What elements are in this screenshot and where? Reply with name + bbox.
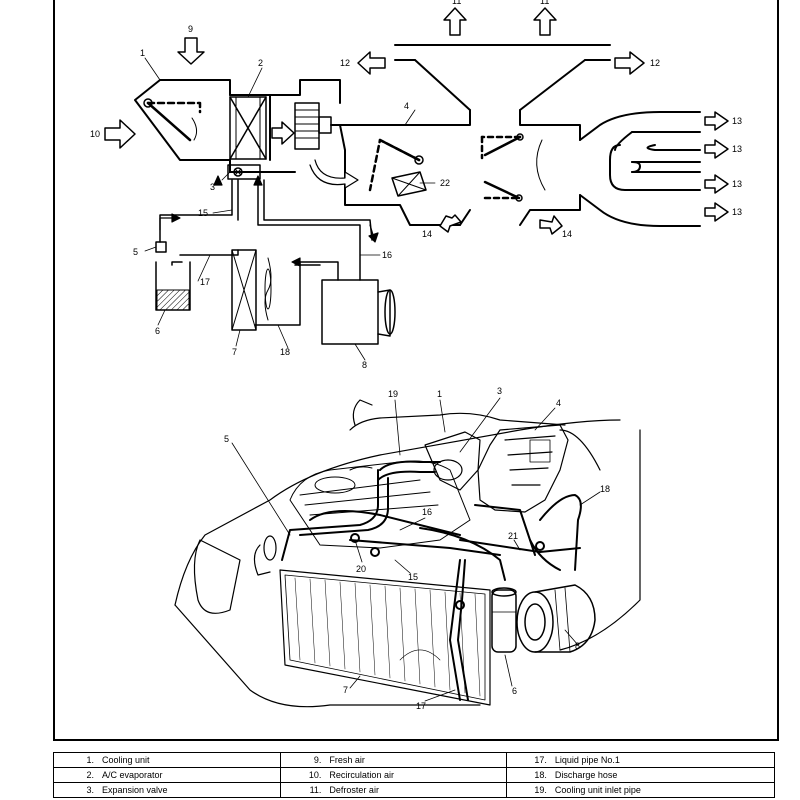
legend-cell: 19.Cooling unit inlet pipe: [505, 782, 776, 798]
callout-9: 9: [188, 24, 193, 34]
legend-cell: 9.Fresh air: [280, 752, 507, 768]
vehicle-outline: [174, 399, 641, 708]
legend-cell: 11.Defroster air: [280, 782, 507, 798]
callout-leaders-top: [144, 57, 436, 361]
callout-3-bottom: 3: [497, 386, 502, 396]
diagram-frame: [53, 0, 779, 741]
callout-22: 22: [440, 178, 450, 188]
compressor-vehicle: [516, 584, 596, 653]
heater-core: [391, 171, 427, 197]
callout-12-left: 12: [340, 58, 350, 68]
legend-cell: 1.Cooling unit: [52, 752, 282, 768]
callout-14-left: 14: [422, 229, 432, 239]
receiver-drier-vehicle: [491, 587, 517, 653]
callout-4-bottom: 4: [556, 398, 561, 408]
callout-7-bottom: 7: [343, 685, 348, 695]
legend-row: 2.A/C evaporator 10.Recirculation air 18…: [52, 767, 776, 783]
condenser: [231, 249, 272, 331]
legend-cell: 3.Expansion valve: [52, 782, 282, 798]
callout-13-a: 13: [732, 116, 742, 126]
blower-fan: [294, 102, 332, 150]
callout-18-bottom: 18: [600, 484, 610, 494]
callout-16-top: 16: [382, 250, 392, 260]
callout-15-top: 15: [198, 208, 208, 218]
legend-cell: 2.A/C evaporator: [52, 767, 282, 783]
callout-21: 21: [508, 531, 518, 541]
compressor: [321, 279, 396, 345]
callout-1-bottom: 1: [437, 389, 442, 399]
callout-13-d: 13: [732, 207, 742, 217]
callout-13-c: 13: [732, 179, 742, 189]
callout-7-top: 7: [232, 347, 237, 357]
callout-5-bottom: 5: [224, 434, 229, 444]
legend-cell: 10.Recirculation air: [280, 767, 507, 783]
expansion-valve: [227, 164, 261, 180]
cooling-unit-housing: [134, 79, 296, 173]
damper-doors: [368, 133, 546, 202]
legend-row: 3.Expansion valve 11.Defroster air 19.Co…: [52, 782, 776, 798]
callout-14-right: 14: [562, 229, 572, 239]
condenser-vehicle: [279, 569, 491, 706]
callout-17-bottom: 17: [416, 701, 426, 711]
callout-2: 2: [258, 58, 263, 68]
legend-row: 1.Cooling unit 9.Fresh air 17.Liquid pip…: [52, 752, 776, 768]
legend-cell: 18.Discharge hose: [505, 767, 776, 783]
refrigerant-piping-vehicle: [281, 460, 582, 701]
callout-18-top: 18: [280, 347, 290, 357]
ac-system-diagram: 1 9 2 10 11 11 12 12 4 13 13 13 13 22 3 …: [90, 0, 742, 711]
callout-6-top: 6: [155, 326, 160, 336]
callout-5-top: 5: [133, 247, 138, 257]
legend-cell: 17.Liquid pipe No.1: [505, 752, 776, 768]
callout-12-right: 12: [650, 58, 660, 68]
callout-8-bottom: 8: [575, 641, 580, 651]
legend-table: 1.Cooling unit 9.Fresh air 17.Liquid pip…: [52, 752, 776, 798]
callout-17-top: 17: [200, 277, 210, 287]
refrigerant-flow-arrows: [159, 175, 379, 267]
callout-leaders-bottom: [231, 397, 601, 702]
receiver-drier: [155, 241, 191, 311]
callout-8-top: 8: [362, 360, 367, 370]
heater-unit-housing: [294, 44, 701, 227]
callout-20: 20: [356, 564, 366, 574]
callout-6-bottom: 6: [512, 686, 517, 696]
cooling-unit-vehicle: [424, 424, 569, 513]
ac-evaporator: [229, 96, 267, 160]
callout-4-top: 4: [404, 101, 409, 111]
callout-1-top: 1: [140, 48, 145, 58]
callout-10: 10: [90, 129, 100, 139]
callout-11-left: 11: [452, 0, 461, 6]
callout-11-right: 11: [540, 0, 549, 6]
callout-13-b: 13: [732, 144, 742, 154]
callout-labels: 1 9 2 10 11 11 12 12 4 13 13 13 13 22 3 …: [90, 0, 742, 711]
airflow-arrows: [104, 7, 729, 235]
callout-16-bottom: 16: [422, 507, 432, 517]
callout-15-bottom: 15: [408, 572, 418, 582]
callout-3-top: 3: [210, 182, 215, 192]
callout-19: 19: [388, 389, 398, 399]
